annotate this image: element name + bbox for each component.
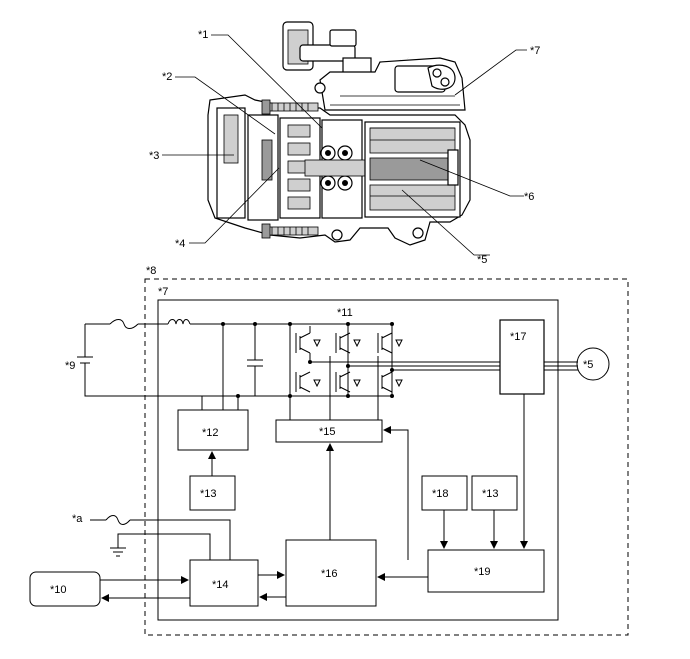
ignition-supply: *a (72, 513, 231, 560)
block-13-left: *13 (189, 475, 236, 511)
callout-8: *8 (146, 265, 156, 277)
boundary-8 (144, 278, 629, 636)
callout-5-motor: *5 (583, 359, 593, 371)
block-15: *15 (275, 419, 383, 443)
inductor-icon (167, 319, 191, 325)
callout-5-compressor: *5 (477, 254, 487, 266)
callout-7-inverter: *7 (158, 286, 168, 298)
callout-4: *4 (175, 238, 185, 250)
callout-6: *6 (524, 191, 534, 203)
block-16: *16 (285, 539, 377, 607)
callout-7-compressor: *7 (530, 45, 540, 57)
block-15-label: *15 (319, 426, 336, 438)
electric-compressor-illustration: *1 *2 *3 *4 *5 *6 *7 (149, 21, 540, 266)
block-10: *10 (29, 571, 101, 607)
callout-1: *1 (198, 29, 208, 41)
battery-circuit: *9 (65, 319, 392, 410)
block-12-label: *12 (202, 427, 219, 439)
block-18: *18 (421, 475, 468, 511)
callout-2: *2 (162, 71, 172, 83)
block-17-label: *17 (510, 331, 527, 343)
block-14: *14 (189, 559, 259, 607)
block-14-label: *14 (212, 579, 229, 591)
compressor-body (207, 82, 471, 246)
block-10-label: *10 (50, 584, 67, 596)
fuse-icon (109, 319, 139, 329)
block-18-label: *18 (432, 488, 449, 500)
leader-lines (162, 34, 527, 256)
boundary-7 (157, 299, 559, 621)
inverter-housing (319, 57, 466, 111)
motor-circle (576, 347, 610, 381)
block-16-label: *16 (321, 568, 338, 580)
callout-11: *11 (337, 307, 353, 319)
block-13-right-label: *13 (482, 488, 499, 500)
capacitor-icon (247, 324, 263, 396)
block-13-right: *13 (471, 475, 518, 511)
ground-icon (110, 547, 126, 557)
block-12: *12 (177, 409, 249, 451)
callout-9: *9 (65, 360, 75, 372)
igbt-switch-icons (295, 326, 403, 393)
block-17: *17 (499, 319, 545, 395)
inverter-block-diagram: *8 *7 *9 *11 (29, 265, 629, 636)
block-13-left-label: *13 (200, 488, 217, 500)
callout-a: *a (72, 513, 83, 525)
fuse-a-icon (105, 515, 131, 525)
block-19: *19 (427, 549, 545, 593)
block-19-label: *19 (474, 566, 491, 578)
callout-3: *3 (149, 150, 159, 162)
